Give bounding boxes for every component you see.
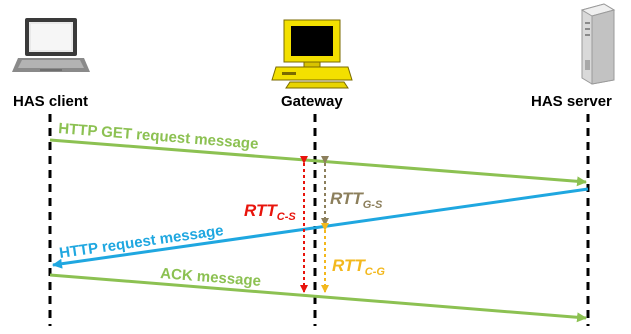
label-http-request: HTTP request message — [58, 222, 224, 262]
rtt-c-g-sub: C-G — [365, 266, 386, 278]
rtt-c-s-main: RTT — [244, 201, 278, 220]
node-label-gateway: Gateway — [281, 93, 343, 110]
server-tower-icon — [580, 3, 616, 85]
node-label-has-server: HAS server — [531, 93, 612, 110]
arrow-ack — [49, 273, 587, 323]
rtt-c-g-main: RTT — [332, 256, 366, 275]
rtt-c-s-sub: C-S — [277, 211, 297, 223]
laptop-icon — [12, 18, 90, 72]
desktop-computer-icon — [271, 19, 353, 89]
rtt-c-g-label: RTTC-G — [332, 256, 385, 278]
node-label-has-client: HAS client — [13, 93, 88, 110]
arrow-http-get-request — [49, 138, 587, 187]
arrow-http-request — [52, 187, 589, 269]
rtt-g-s-main: RTT — [330, 189, 364, 208]
rtt-g-s-label: RTTG-S — [330, 189, 383, 211]
rtt-c-s-label: RTTC-S — [244, 201, 296, 223]
rtt-g-s-sub: G-S — [363, 199, 383, 211]
